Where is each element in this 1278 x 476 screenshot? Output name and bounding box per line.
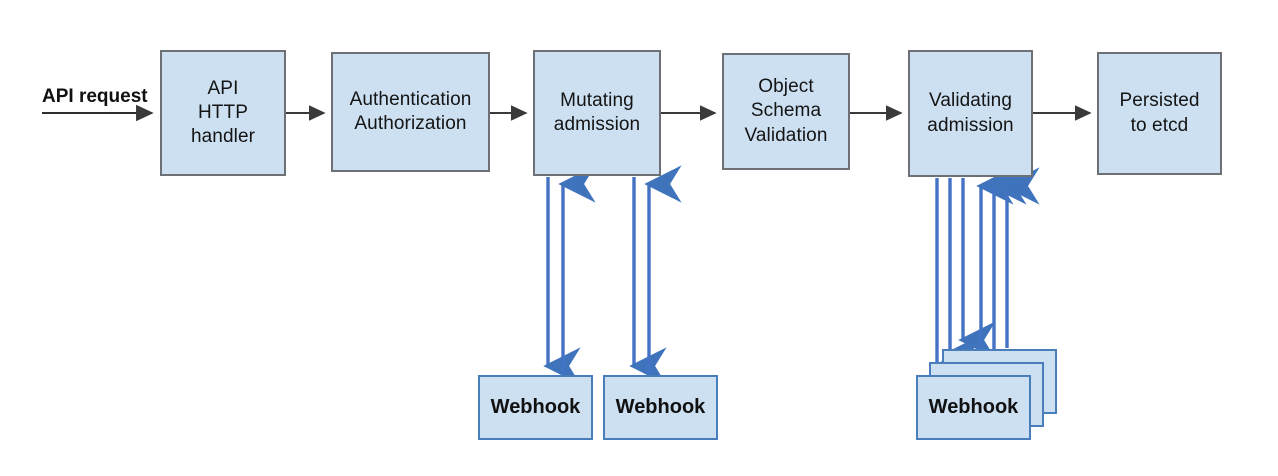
node-authentication-authorization[interactable]: Authentication Authorization xyxy=(331,52,490,172)
webhook-label: Webhook xyxy=(928,396,1019,418)
webhook-mutating-2[interactable]: Webhook xyxy=(603,375,718,440)
webhook-validating-front[interactable]: Webhook xyxy=(916,375,1031,440)
node-label: Persisted to etcd xyxy=(1119,90,1200,136)
node-persisted-to-etcd[interactable]: Persisted to etcd xyxy=(1097,52,1222,175)
node-label: Validating admission xyxy=(927,90,1014,136)
node-label: Object Schema Validation xyxy=(744,76,828,146)
node-label: Authentication Authorization xyxy=(349,88,472,134)
node-mutating-admission[interactable]: Mutating admission xyxy=(533,50,661,176)
webhook-label: Webhook xyxy=(490,396,581,418)
webhook-mutating-1[interactable]: Webhook xyxy=(478,375,593,440)
entry-label-api-request: API request xyxy=(42,86,148,107)
node-api-http-handler[interactable]: API HTTP handler xyxy=(160,50,286,176)
node-object-schema-validation[interactable]: Object Schema Validation xyxy=(722,53,850,170)
node-label: Mutating admission xyxy=(553,89,641,135)
node-label: API HTTP handler xyxy=(190,77,256,148)
node-validating-admission[interactable]: Validating admission xyxy=(908,50,1033,177)
webhook-label: Webhook xyxy=(615,396,706,418)
